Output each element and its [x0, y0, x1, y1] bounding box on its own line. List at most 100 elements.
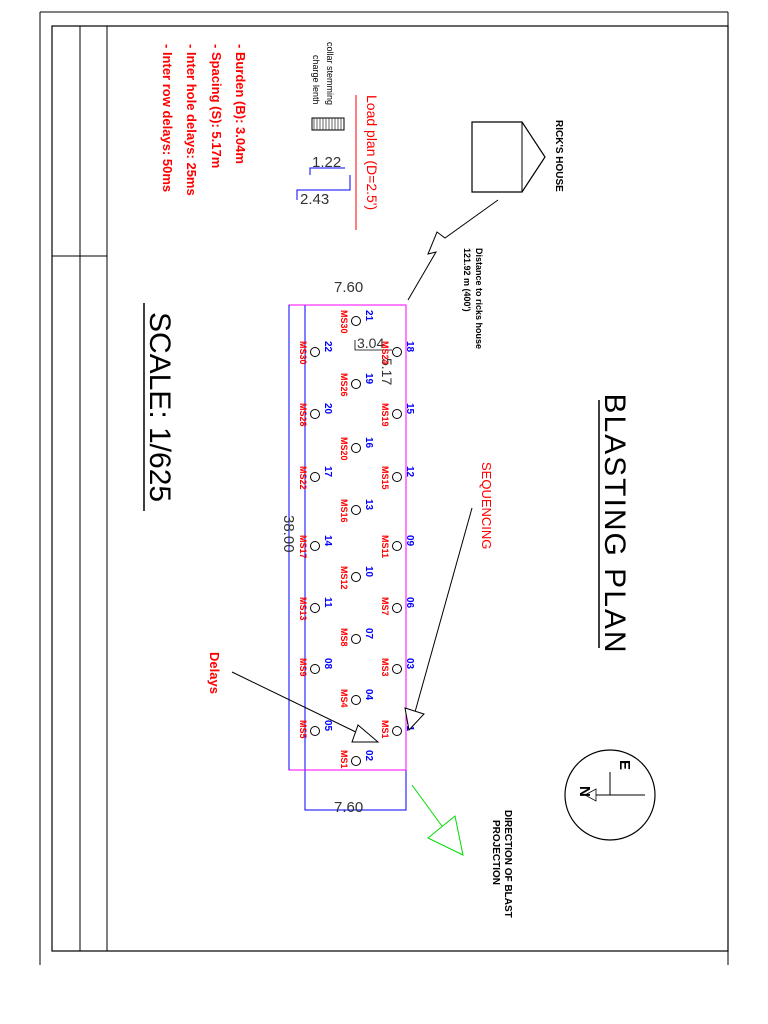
title-group: BLASTING PLAN	[598, 393, 631, 654]
spacing-dim: 5.17	[379, 358, 395, 385]
direction-line-1: DIRECTION OF BLAST	[502, 810, 513, 918]
blast-hole	[351, 695, 361, 705]
blast-hole	[351, 572, 361, 582]
hole-number: 18	[404, 341, 415, 353]
hole-number: 07	[363, 628, 374, 640]
blast-hole	[310, 472, 320, 482]
hole-number: 14	[322, 535, 333, 547]
blast-hole	[351, 316, 361, 326]
blast-hole	[310, 726, 320, 736]
blast-hole	[351, 379, 361, 389]
distance-leader	[407, 199, 499, 301]
sequencing-label: SEQUENCING	[479, 462, 494, 549]
note-burden: - Burden (B): 3.04m	[233, 44, 248, 164]
hole-delay: MS17	[298, 535, 308, 559]
house-icon	[471, 121, 546, 193]
hole-number: 06	[404, 597, 415, 609]
hole-number: 04	[363, 689, 374, 701]
burden-dim: 3.04	[357, 335, 384, 351]
width-dim-bottom: 7.60	[334, 799, 363, 816]
scale-group: SCALE: 1/625	[143, 303, 176, 511]
collar-value: 1.22	[312, 154, 341, 171]
hole-delay: MS12	[339, 566, 349, 590]
hole-number: 10	[363, 566, 374, 578]
compass-east: E	[616, 760, 633, 770]
load-plan: Load plan (D=2.5') collar stemming charg…	[296, 42, 380, 230]
hole-delay: MS7	[380, 597, 390, 616]
direction-line-2: PROJECTION	[490, 820, 501, 885]
hole-delay: MS1	[339, 750, 349, 769]
drawing-frame	[39, 11, 729, 965]
compass: E N	[564, 749, 656, 841]
blast-hole	[310, 541, 320, 551]
hole-delay: MS13	[298, 597, 308, 621]
sequencing-arrow-icon	[404, 707, 425, 732]
charge-length-label: charge lenth	[311, 55, 321, 105]
north-arrow-icon	[584, 788, 597, 802]
hole-number: 03	[404, 658, 415, 670]
ricks-house: RICK'S HOUSE Distance to ricks house 121…	[407, 120, 564, 349]
hole-number: 20	[322, 403, 333, 415]
hole-number: 16	[363, 437, 374, 449]
hole-delay: MS16	[339, 499, 349, 523]
hole-delay: MS19	[380, 403, 390, 427]
length-dim: 38.00	[280, 515, 297, 553]
note-inter-hole-delays: - Inter hole delays: 25ms	[184, 44, 199, 196]
notes: - Burden (B): 3.04m - Spacing (S): 5.17m…	[160, 44, 248, 196]
note-inter-row-delays: - Inter row delays: 50ms	[160, 44, 175, 192]
blast-hole	[392, 409, 402, 419]
blast-hole	[351, 505, 361, 515]
scale-text: SCALE: 1/625	[143, 312, 176, 502]
blast-hole	[310, 409, 320, 419]
holes-layer: 01MS102MS103MS304MS405MS506MS707MS808MS9…	[298, 310, 415, 769]
blast-hole	[392, 347, 402, 357]
hole-delay: MS24	[380, 341, 390, 365]
delays-label: Delays	[207, 652, 222, 694]
hole-delay: MS3	[380, 658, 390, 677]
projection-arrow-icon	[427, 815, 464, 856]
hole-number: 21	[363, 310, 374, 322]
sequencing-annotation: SEQUENCING	[404, 462, 494, 732]
hole-number: 09	[404, 535, 415, 547]
blast-hole	[392, 603, 402, 613]
hole-delay: MS20	[339, 437, 349, 461]
hole-number: 19	[363, 373, 374, 385]
compass-north: N	[576, 786, 593, 797]
hole-number: 11	[322, 597, 333, 608]
hole-number: 17	[322, 466, 333, 478]
hole-delay: MS11	[380, 535, 390, 558]
hole-delay: MS5	[298, 720, 308, 739]
hole-number: 05	[322, 720, 333, 732]
hole-delay: MS8	[339, 628, 349, 647]
blast-hole	[392, 472, 402, 482]
blast-hole	[392, 664, 402, 674]
hole-delay: MS9	[298, 658, 308, 677]
hole-number: 08	[322, 658, 333, 670]
blast-hole	[310, 664, 320, 674]
hole-delay: MS1	[380, 720, 390, 739]
hole-number: 02	[363, 750, 374, 762]
total-depth-value: 2.43	[300, 191, 329, 208]
hole-delay: MS22	[298, 466, 308, 490]
collar-stemming-label: collar stemming	[325, 42, 335, 105]
drawing-title: BLASTING PLAN	[598, 393, 631, 654]
house-label: RICK'S HOUSE	[553, 120, 564, 192]
blast-hole	[351, 756, 361, 766]
delays-arrow-icon	[351, 724, 380, 743]
blast-hole	[392, 541, 402, 551]
distance-line-1: Distance to ricks house	[474, 248, 484, 349]
load-plan-title: Load plan (D=2.5')	[364, 95, 380, 210]
width-dim-top: 7.60	[334, 279, 363, 296]
hole-delay: MS30	[339, 310, 349, 334]
hole-delay: MS26	[339, 373, 349, 397]
blast-hole	[392, 726, 402, 736]
hole-number: 12	[404, 466, 415, 478]
direction-of-blast: DIRECTION OF BLAST PROJECTION	[411, 784, 513, 918]
note-spacing: - Spacing (S): 5.17m	[209, 44, 224, 168]
hole-number: 22	[322, 341, 333, 353]
blast-hole	[351, 443, 361, 453]
hole-delay: MS4	[339, 689, 349, 708]
blast-hole	[310, 603, 320, 613]
blast-hole	[351, 634, 361, 644]
